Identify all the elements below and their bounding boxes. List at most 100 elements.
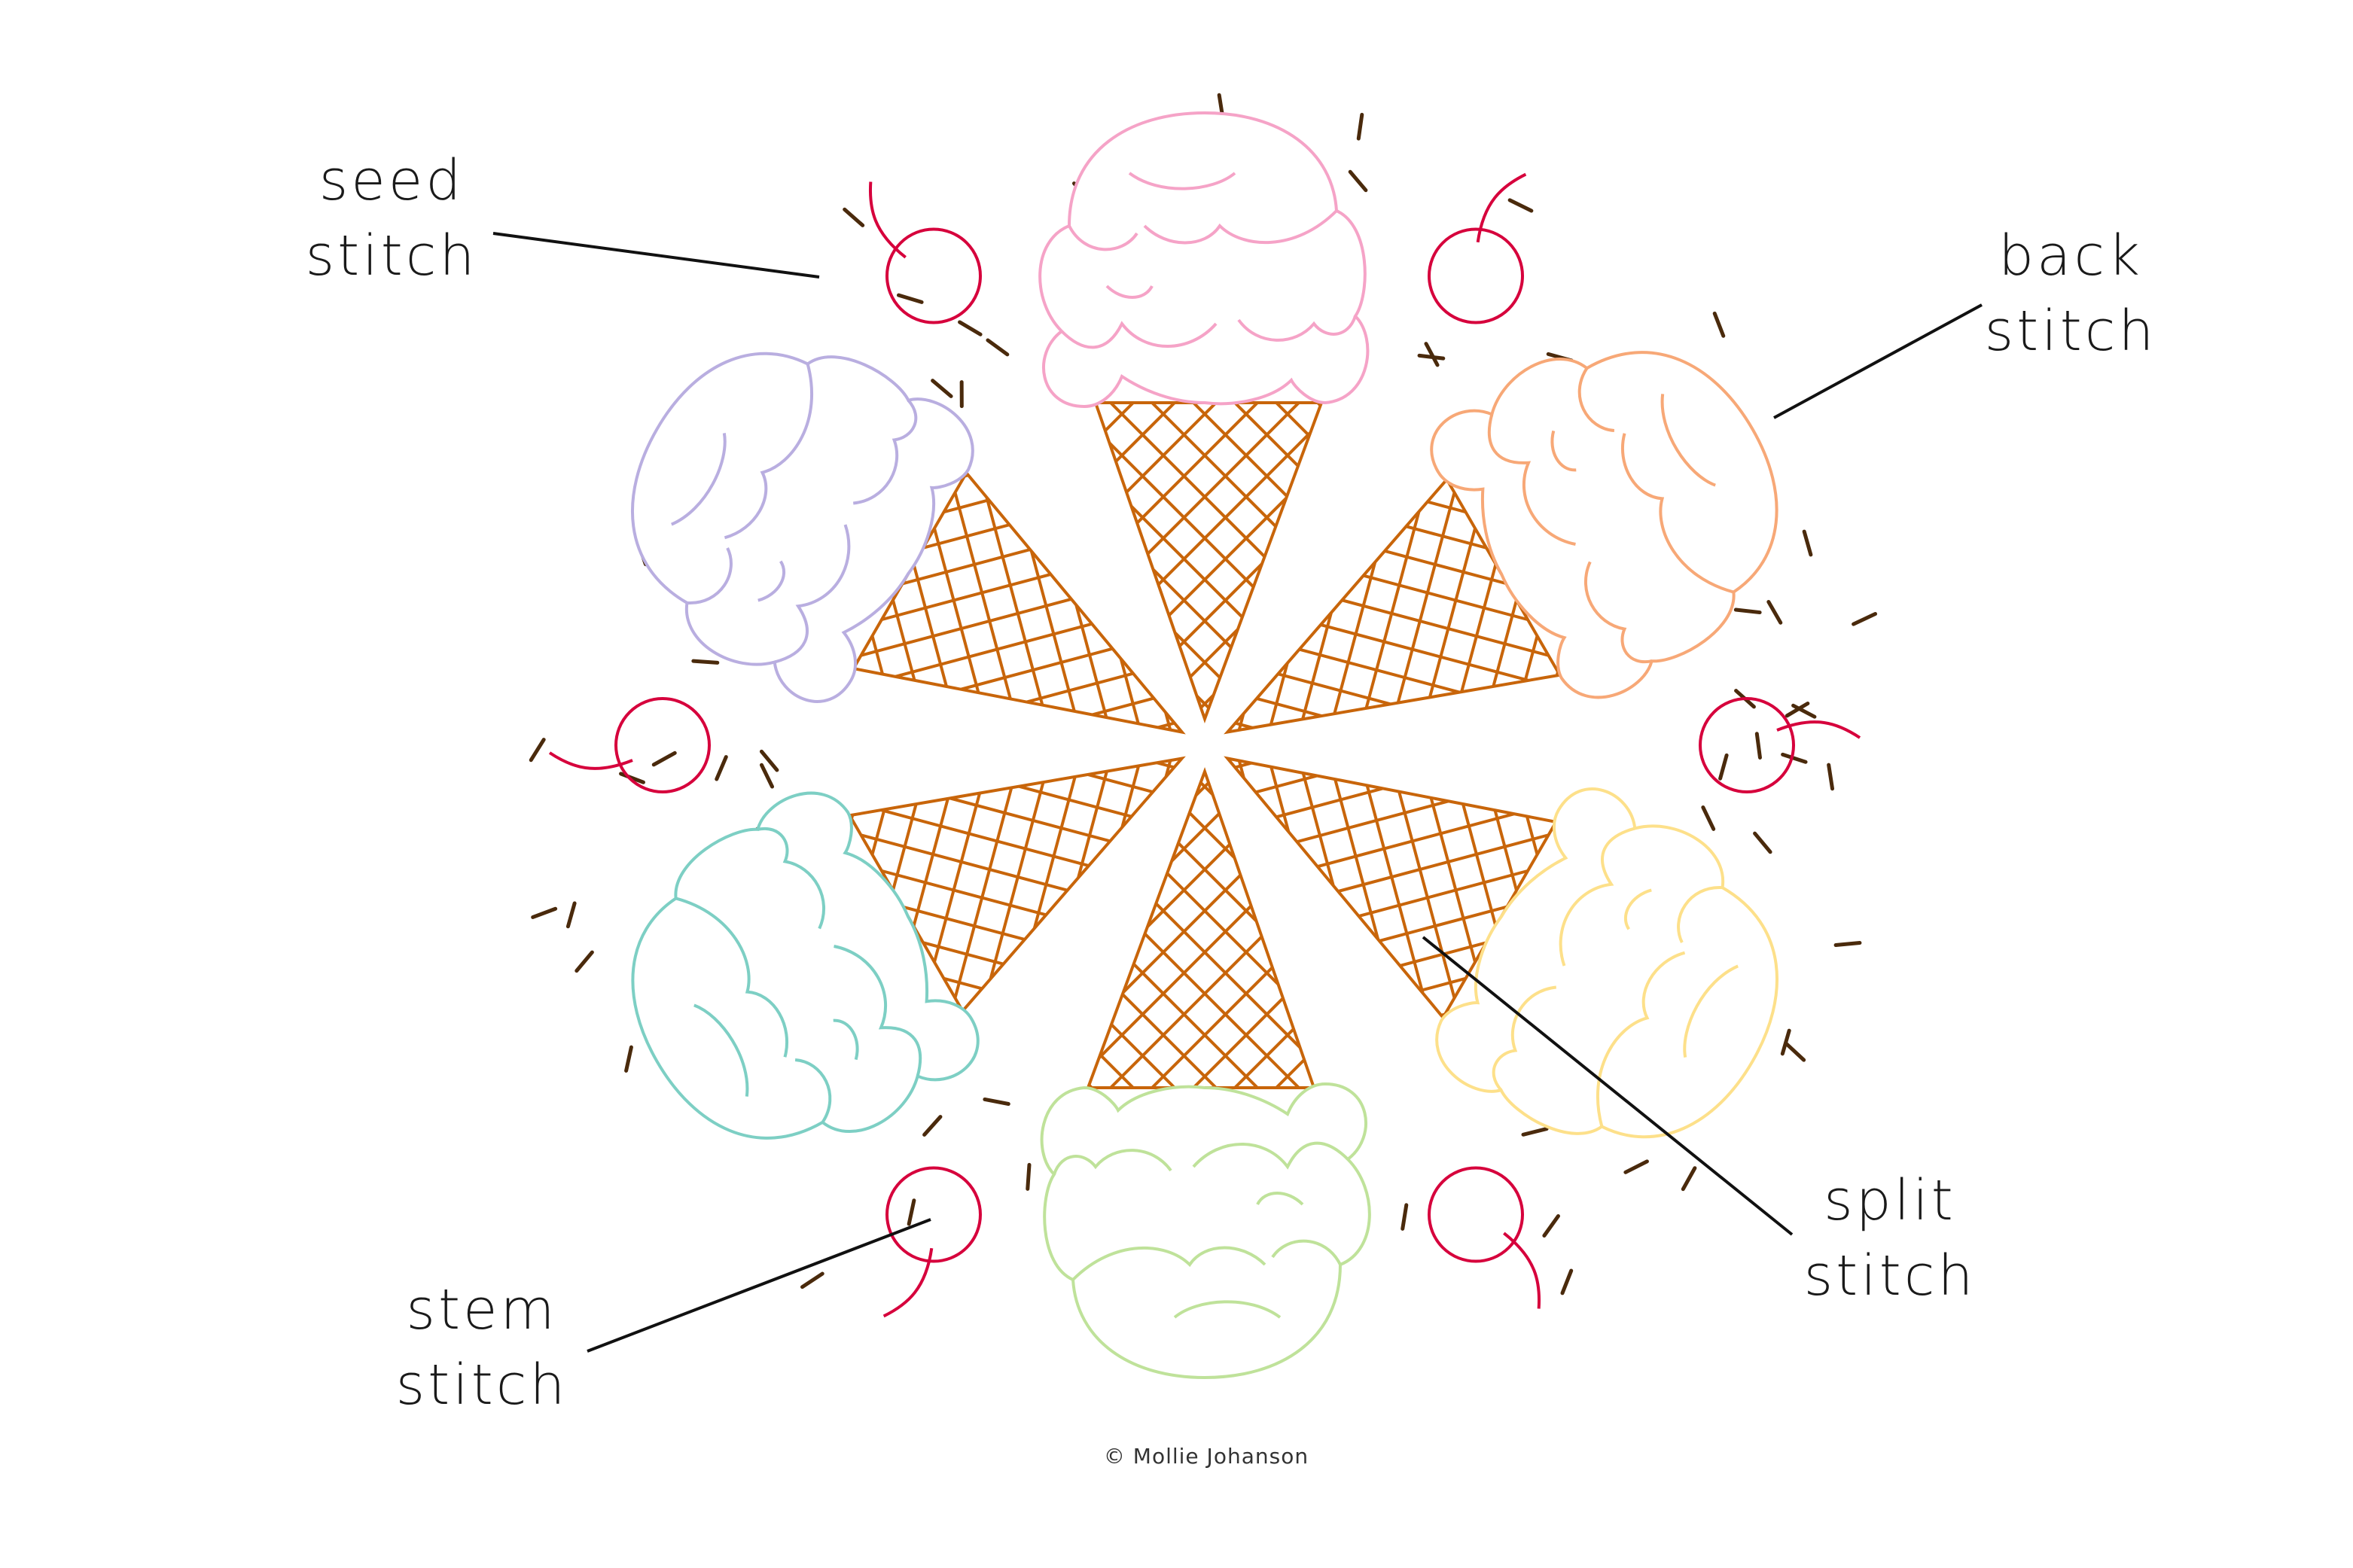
sprinkle (1781, 752, 1808, 764)
scoop-detail (724, 363, 813, 540)
scoop (1435, 787, 1778, 1139)
scoop-detail (1487, 413, 1576, 546)
sprinkle (1712, 311, 1726, 338)
leader-line (1773, 303, 1983, 419)
scoop-detail (1192, 1141, 1349, 1170)
scoop (631, 791, 980, 1140)
sprinkle (986, 338, 1010, 357)
sprinkle (1754, 732, 1762, 760)
sprinkle (983, 1097, 1010, 1106)
sprinkle (1623, 1159, 1649, 1174)
sprinkle (1542, 1213, 1560, 1238)
sprinkle (1348, 169, 1368, 193)
scoop (631, 352, 974, 703)
sprinkle (800, 1271, 824, 1289)
sprinkle (1827, 763, 1835, 791)
sprinkle (529, 738, 546, 763)
sprinkle (1802, 529, 1813, 557)
leader-line (1422, 936, 1794, 1236)
sprinkle (1733, 607, 1762, 615)
label-split-stitch: split stitch (1422, 936, 1977, 1308)
sprinkle (1356, 112, 1364, 141)
scoop-detail (757, 560, 786, 602)
scoop-detail (1060, 321, 1218, 349)
cherry-stem (1476, 172, 1527, 243)
cherry (1699, 697, 1861, 793)
cherry-stem (1776, 720, 1861, 739)
scoop-detail (1071, 1246, 1266, 1281)
label-back-stitch: back stitch (1773, 224, 2153, 419)
scoop (1038, 111, 1370, 409)
scoop-detail (852, 399, 918, 505)
sprinkle (1507, 198, 1534, 213)
scoop-detail (1143, 209, 1338, 245)
scoop-detail (1620, 433, 1734, 594)
scoop-detail (1128, 172, 1236, 190)
label-split-line2: stitch (1804, 1244, 1977, 1308)
label-seed-stitch: seed stitch (306, 148, 820, 288)
scoop-detail (1596, 951, 1686, 1128)
scoop-detail (1677, 886, 1723, 943)
scoop-detail (794, 1058, 832, 1123)
label-seed-line2: stitch (306, 224, 478, 288)
sprinkle (1718, 753, 1729, 781)
cherry (882, 1166, 982, 1318)
sprinkle (1753, 831, 1772, 854)
scoop-detail (1623, 888, 1652, 930)
label-stem-line1: stem (406, 1277, 557, 1342)
cherry-stem (882, 1247, 934, 1318)
scoop-detail (1660, 394, 1716, 487)
scoop-detail (1550, 430, 1577, 472)
sprinkle (1701, 805, 1716, 831)
leader-line (492, 232, 820, 279)
sprinkle (958, 320, 983, 336)
scoop-detail (687, 547, 733, 604)
sprinkle (1521, 1127, 1549, 1137)
scoop-detail (1683, 964, 1739, 1058)
cherry-stem (548, 751, 633, 770)
label-stem-line2: stitch (396, 1353, 568, 1417)
sprinkle (575, 950, 594, 973)
scoop-detail (693, 1003, 749, 1097)
scoop (1040, 1082, 1371, 1380)
sprinkle (931, 379, 953, 398)
scoop-detail (1559, 827, 1635, 967)
scoop-detail (1584, 561, 1653, 664)
leader-line (587, 1218, 931, 1353)
sprinkle (715, 755, 728, 781)
scoop (1430, 351, 1778, 699)
cherry (1428, 172, 1527, 324)
scoop-detail (833, 1018, 859, 1061)
sprinkle (759, 763, 775, 789)
sprinkle (1791, 703, 1817, 719)
sprinkle (896, 293, 924, 304)
cherry (1428, 1166, 1541, 1309)
sprinkle (691, 659, 720, 665)
scoop-detail (671, 433, 727, 526)
cherries (548, 172, 1861, 1318)
cherry (548, 697, 711, 793)
label-split-line1: split (1824, 1168, 1956, 1233)
label-seed-line1: seed (319, 148, 465, 213)
scoop-detail (1577, 367, 1615, 433)
scoop-detail (1173, 1300, 1282, 1319)
label-stem-stitch: stem stitch (396, 1218, 931, 1417)
scoop-detail (1271, 1239, 1342, 1265)
scoop-detail (774, 524, 851, 664)
scoop-detail (1492, 985, 1557, 1092)
scoop-detail (1105, 285, 1154, 299)
sprinkle (1833, 941, 1862, 948)
scoop-detail (1068, 225, 1138, 251)
sprinkle (922, 1115, 943, 1137)
cherry (868, 181, 982, 324)
label-back-line1: back (1998, 224, 2143, 288)
cherry-stem (1503, 1232, 1541, 1309)
copyright-text: © Mollie Johanson (1104, 1444, 1309, 1469)
sprinkle (1852, 612, 1878, 626)
sprinkle (619, 772, 645, 784)
scoop-detail (1256, 1192, 1304, 1206)
sprinkle (1401, 1203, 1409, 1231)
sprinkle (907, 1198, 916, 1226)
